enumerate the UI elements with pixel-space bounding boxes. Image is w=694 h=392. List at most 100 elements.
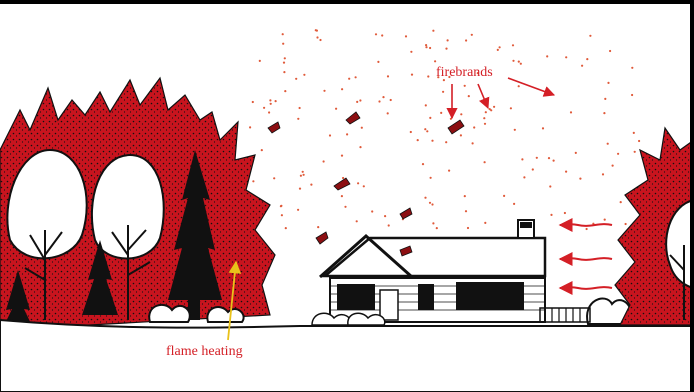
ember-dot (388, 224, 390, 226)
ember-dot (377, 61, 379, 63)
ember-dot (356, 220, 358, 222)
ember-dot (548, 157, 550, 159)
ember-dot (297, 118, 299, 120)
ember-dot (546, 55, 548, 57)
arrow-left-icon (560, 224, 612, 226)
ember-dot (249, 126, 251, 128)
ember-dot (411, 74, 413, 76)
ember-dot (432, 30, 434, 32)
ember-dot (445, 48, 447, 50)
ember-dot (586, 58, 588, 60)
ember-dot (359, 146, 361, 148)
ember-dot (344, 206, 346, 208)
ember-dot (631, 94, 633, 96)
ember-dot (447, 39, 449, 41)
firebrand-pointer-arrows (452, 78, 554, 118)
ember-dot (634, 151, 636, 153)
ember-dot (604, 219, 606, 221)
ember-dot (424, 128, 426, 130)
ember-dot (387, 112, 389, 114)
ember-dot (532, 168, 534, 170)
ember-dot (426, 130, 428, 132)
ember-dot (384, 215, 386, 217)
ember-dot (460, 113, 462, 115)
ember-dot (604, 98, 606, 100)
ember-dot (570, 111, 572, 113)
ember-dot (464, 195, 466, 197)
ember-dot (425, 44, 427, 46)
radiant-heat-arrows (560, 224, 612, 289)
ember-dot (430, 177, 432, 179)
ember-dot (270, 103, 272, 105)
ember-dot (375, 33, 377, 35)
ground (0, 320, 694, 392)
ember-dot (440, 112, 442, 114)
ember-dot (565, 56, 567, 58)
ember-dot (445, 141, 447, 143)
firebrand-icon (316, 232, 328, 244)
ember-dot (285, 227, 287, 229)
ember-dot (473, 126, 475, 128)
ember-dot (489, 108, 491, 110)
ember-dot (429, 117, 431, 119)
ember-dot (348, 78, 350, 80)
ember-dot (499, 46, 501, 48)
ember-dot (429, 47, 431, 49)
ember-dot (483, 117, 485, 119)
ember-dot (378, 100, 380, 102)
ember-dot (410, 131, 412, 133)
ember-dot (405, 35, 407, 37)
ember-dot (284, 57, 286, 59)
ember-dot (620, 201, 622, 203)
ember-dot (602, 173, 604, 175)
ember-dot (472, 142, 474, 144)
ember-dot (448, 170, 450, 172)
ember-dot (323, 160, 325, 162)
ember-dot (335, 108, 337, 110)
ember-dot (536, 157, 538, 159)
arrow-left-icon (560, 287, 612, 289)
ember-dot (431, 203, 433, 205)
firebrand-icon (346, 112, 360, 124)
ember-dot (512, 44, 514, 46)
ember-dot (252, 101, 254, 103)
ember-dot (356, 101, 358, 103)
ember-dot (607, 143, 609, 145)
ember-dot (436, 227, 438, 229)
ember-dot (280, 205, 282, 207)
ember-dot (518, 85, 520, 87)
ember-dot (382, 96, 384, 98)
ember-dot (303, 74, 305, 76)
ember-dot (633, 132, 635, 134)
ember-dot (346, 133, 348, 135)
ember-dot (617, 153, 619, 155)
ember-dot (565, 171, 567, 173)
ember-dot (484, 222, 486, 224)
house-icon (312, 220, 590, 325)
ember-dot (355, 76, 357, 78)
ember-dot (432, 222, 434, 224)
ember-dot (341, 195, 343, 197)
ember-dot (316, 36, 318, 38)
ember-dot (497, 49, 499, 51)
ember-dot (363, 185, 365, 187)
ember-dot (259, 60, 261, 62)
ember-dot (464, 85, 466, 87)
ember-dot (553, 160, 555, 162)
ember-dot (431, 140, 433, 142)
ember-dot (549, 185, 551, 187)
ember-dot (282, 43, 284, 45)
ember-dot (319, 39, 321, 41)
ember-dot (523, 176, 525, 178)
ember-dot (359, 99, 361, 101)
ember-dot (581, 65, 583, 67)
ember-dot (586, 228, 588, 230)
ember-dot (467, 227, 469, 229)
firebrands-label: firebrands (436, 66, 493, 80)
ember-dot (607, 82, 609, 84)
ember-dot (341, 88, 343, 90)
ember-dot (381, 34, 383, 36)
ember-dot (303, 174, 305, 176)
ember-dot (550, 214, 552, 216)
ember-dot (357, 182, 359, 184)
